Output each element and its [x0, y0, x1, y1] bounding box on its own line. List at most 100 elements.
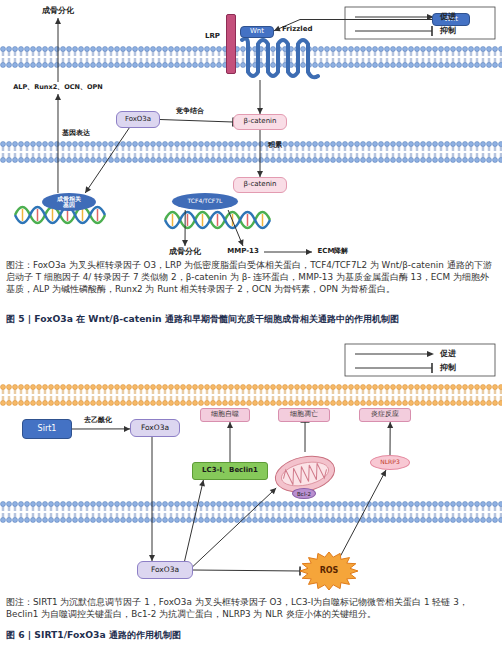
inhibit-connector — [193, 567, 300, 576]
arrow-head — [55, 94, 61, 100]
protein-box: FoxO3a — [116, 111, 160, 128]
inhibit-connector — [301, 422, 310, 452]
dna-rung — [187, 214, 189, 226]
frizzled-helices — [240, 36, 320, 80]
gene-ellipse: 成骨相关 基因 — [42, 193, 96, 211]
dna-rung — [97, 209, 99, 221]
outcome-box: 炎症反应 — [359, 408, 411, 422]
nuclear-membrane — [0, 141, 502, 163]
connector-line — [264, 252, 312, 253]
legend-inhibit-bar — [431, 26, 433, 36]
protein-ellipse: NLRP3 — [370, 455, 410, 470]
node-label: β-catenin — [243, 181, 276, 189]
connector-line — [72, 428, 130, 429]
figure-title: 图 6 | SIRT1/FoxO3a 通路的作用机制图 — [6, 629, 496, 641]
legend-inhibit-bar — [431, 363, 433, 373]
ligand-box: Wnt — [240, 26, 274, 38]
protein-box: FoxO3a — [130, 419, 180, 437]
outcome-text: MMP-13 — [222, 246, 264, 258]
legend-frame — [345, 7, 495, 39]
connector-line — [228, 210, 243, 246]
promote-connector — [257, 130, 263, 177]
outcome-text: 成骨分化 — [165, 246, 205, 258]
promote-connector — [387, 422, 393, 455]
node-label: 炎症反应 — [371, 411, 399, 419]
edge-label: 去乙酰化 — [84, 415, 112, 425]
arrow-head — [238, 239, 244, 246]
legend-box — [345, 7, 495, 39]
arrow-head — [227, 422, 233, 428]
promote-connector — [228, 210, 243, 246]
node-label: β-catenin — [243, 118, 276, 126]
starburst-shape — [300, 552, 358, 590]
dna-rung — [202, 214, 204, 226]
node-label: ECM降解 — [318, 248, 349, 256]
legend-text: 促进 — [440, 11, 456, 22]
promote-connector — [149, 437, 155, 561]
promote-connector — [72, 426, 130, 432]
node-label: 成骨分化 — [169, 248, 201, 256]
promote-connector — [182, 210, 188, 246]
node-label: Wnt — [250, 28, 264, 36]
node-label: 细胞自噬 — [211, 411, 239, 419]
legend-arrow-sample — [355, 17, 428, 18]
node-label: TCF4/TCF7L — [188, 198, 223, 205]
promote-connector — [341, 470, 386, 556]
promote-connector — [227, 422, 233, 462]
legend-arrow-sample — [355, 354, 428, 355]
arrow-head — [381, 470, 386, 477]
figure-title: 图 5 | FoxO3a 在 Wnt/β-catenin 通路和早期骨髓间充质干… — [6, 313, 496, 325]
connector-line — [160, 120, 233, 123]
outcome-text: ECM降解 — [312, 246, 354, 258]
legend-frame — [345, 344, 495, 376]
protein-box: β-catenin — [233, 177, 287, 193]
edge-label: 积累 — [268, 140, 282, 150]
cristae — [282, 462, 328, 487]
protein-box: β-catenin — [233, 114, 287, 130]
dna-rung — [262, 214, 264, 226]
connector-line — [85, 128, 129, 193]
dna-rung — [217, 214, 219, 226]
legend-text: 抑制 — [440, 25, 456, 36]
promote-connector — [193, 488, 276, 566]
connector-line — [193, 570, 300, 571]
arrow-head — [182, 240, 188, 246]
legend-inhibit-sample — [355, 31, 432, 32]
node-label: FoxO3a — [151, 566, 179, 574]
promote-connector — [85, 128, 129, 193]
arrow-head — [55, 18, 61, 24]
cell-membrane — [0, 384, 502, 406]
figure-note: 图注：SIRT1 为沉默信息调节因子 1，FoxO3a 为叉头框转录因子 O3，… — [6, 596, 496, 620]
node-label: Sirt1 — [38, 425, 57, 434]
edge-label: 基因表达 — [62, 128, 90, 138]
arrow-head — [306, 249, 312, 255]
cell-membrane — [0, 46, 502, 68]
legend-box — [345, 344, 495, 376]
outcome-box: 细胞凋亡 — [278, 408, 330, 422]
promote-connector — [55, 94, 61, 193]
node-label: ROS — [320, 567, 339, 576]
node-label: Bcl-2 — [292, 488, 316, 499]
node-label: LC3-Ⅰ、Beclin1 — [202, 467, 258, 475]
receptor-shape: Frizzled — [240, 36, 320, 80]
legend-inhibit-sample — [355, 368, 432, 369]
promote-connector — [257, 80, 263, 114]
dna-rung — [37, 209, 39, 221]
node-label: 细胞凋亡 — [290, 411, 318, 419]
dna-strand — [165, 212, 270, 228]
receptor-bar: LRP — [226, 14, 236, 74]
node-label: LRP — [205, 33, 220, 41]
arrow-head — [270, 488, 276, 494]
transmembrane-path — [242, 39, 318, 78]
node-label: NLRP3 — [380, 459, 399, 466]
node-label: MMP-13 — [227, 248, 259, 256]
protein-box: FoxO3a — [137, 561, 193, 579]
protein-box: Sirt1 — [22, 419, 72, 439]
connector-line — [57, 94, 58, 193]
dna-rung — [247, 214, 249, 226]
connector-line — [185, 480, 204, 561]
connector-line — [341, 470, 386, 556]
edge-label: 竞争结合 — [176, 106, 204, 116]
arrow-head — [199, 480, 205, 487]
legend-text: 抑制 — [440, 362, 456, 373]
